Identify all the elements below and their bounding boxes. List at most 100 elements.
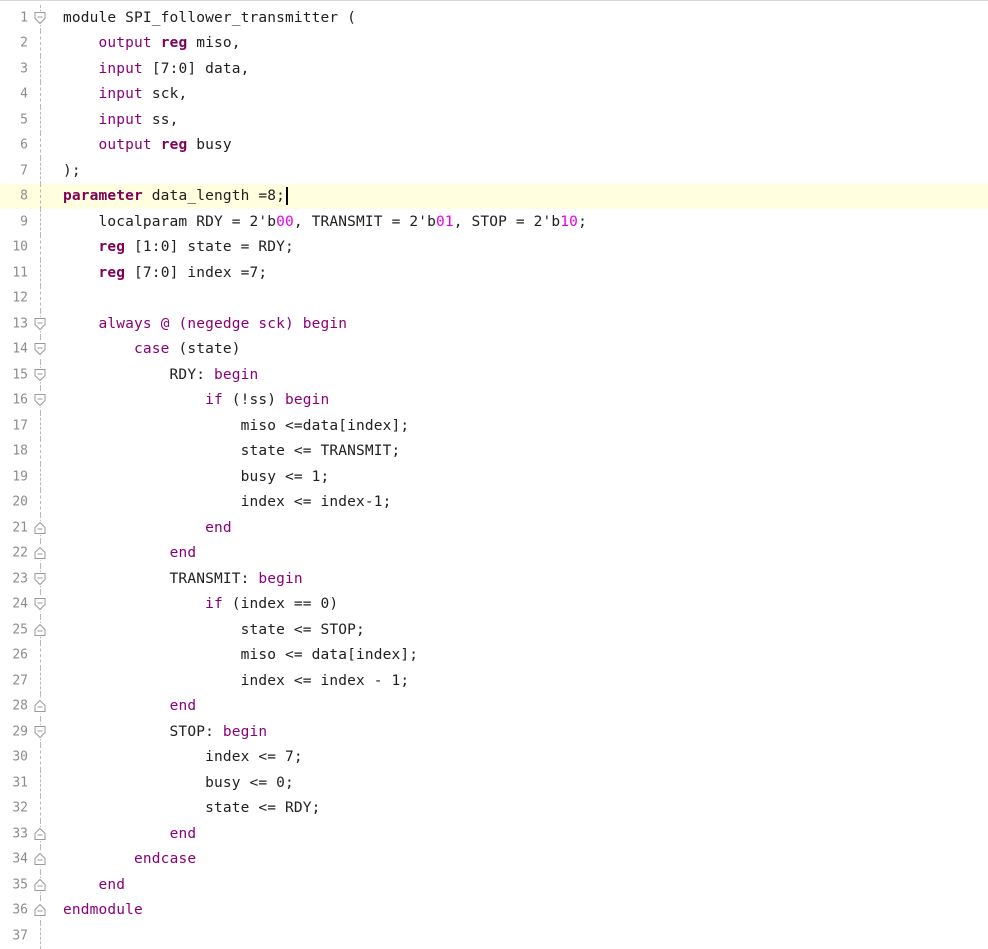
fold-guide-line bbox=[40, 744, 41, 770]
code-text: module SPI_follower_transmitter ( bbox=[58, 10, 356, 26]
fold-collapse-icon[interactable] bbox=[33, 571, 47, 586]
line-gutter: 32 bbox=[0, 795, 58, 821]
code-line[interactable]: 8 parameter data_length =8; bbox=[0, 183, 988, 209]
code-line[interactable]: 28 end bbox=[0, 693, 988, 719]
code-token: RDY: bbox=[63, 366, 214, 383]
code-text: endmodule bbox=[58, 902, 143, 918]
number-token: 00 bbox=[276, 213, 294, 230]
code-line[interactable]: 21 end bbox=[0, 515, 988, 541]
fold-end-icon[interactable] bbox=[33, 903, 47, 918]
code-line[interactable]: 31 busy <= 0; bbox=[0, 770, 988, 796]
code-line[interactable]: 14 case (state) bbox=[0, 336, 988, 362]
code-line[interactable]: 35 end bbox=[0, 872, 988, 898]
code-token bbox=[63, 112, 99, 128]
code-line[interactable]: 32 state <= RDY; bbox=[0, 795, 988, 821]
line-gutter: 33 bbox=[0, 821, 58, 847]
fold-end-icon[interactable] bbox=[33, 877, 47, 892]
code-line[interactable]: 2 output reg miso, bbox=[0, 30, 988, 56]
line-number: 8 bbox=[20, 188, 28, 204]
code-line[interactable]: 10 reg [1:0] state = RDY; bbox=[0, 234, 988, 260]
code-token: (state) bbox=[169, 341, 241, 358]
code-line[interactable]: 3 input [7:0] data, bbox=[0, 56, 988, 82]
code-line[interactable]: 9 localparam RDY = 2'b00, TRANSMIT = 2'b… bbox=[0, 209, 988, 235]
fold-end-icon[interactable] bbox=[33, 699, 47, 714]
code-token bbox=[63, 545, 170, 561]
fold-collapse-icon[interactable] bbox=[33, 342, 47, 357]
code-line[interactable]: 26 miso <= data[index]; bbox=[0, 642, 988, 668]
code-token: ; bbox=[578, 213, 587, 230]
code-text: end bbox=[58, 877, 125, 893]
code-line[interactable]: 24 if (index == 0) bbox=[0, 591, 988, 617]
code-token: busy bbox=[187, 137, 232, 154]
code-line[interactable]: 20 index <= index-1; bbox=[0, 489, 988, 515]
fold-collapse-icon[interactable] bbox=[33, 10, 47, 25]
code-token: index <= 7; bbox=[63, 749, 303, 766]
code-line[interactable]: 37 bbox=[0, 923, 988, 949]
code-line[interactable]: 19 busy <= 1; bbox=[0, 464, 988, 490]
code-token bbox=[63, 877, 99, 893]
code-line[interactable]: 18 state <= TRANSMIT; bbox=[0, 438, 988, 464]
code-line[interactable]: 25 state <= STOP; bbox=[0, 617, 988, 643]
code-line[interactable]: 36 endmodule bbox=[0, 897, 988, 923]
keyword-token: parameter bbox=[63, 188, 143, 205]
line-number: 36 bbox=[12, 902, 28, 918]
fold-collapse-icon[interactable] bbox=[33, 316, 47, 331]
number-token: 10 bbox=[560, 213, 579, 230]
line-number: 37 bbox=[12, 928, 28, 944]
code-line[interactable]: 29 STOP: begin bbox=[0, 719, 988, 745]
line-number: 30 bbox=[12, 749, 28, 765]
line-number: 9 bbox=[20, 214, 28, 230]
code-line[interactable]: 15 RDY: begin bbox=[0, 362, 988, 388]
code-line[interactable]: 27 index <= index - 1; bbox=[0, 668, 988, 694]
code-line[interactable]: 22 end bbox=[0, 540, 988, 566]
code-text: TRANSMIT: begin bbox=[58, 571, 303, 587]
code-token: data_length =8; bbox=[142, 188, 285, 205]
code-line[interactable]: 6 output reg busy bbox=[0, 132, 988, 158]
line-gutter: 11 bbox=[0, 260, 58, 286]
line-gutter: 2 bbox=[0, 30, 58, 56]
fold-collapse-icon[interactable] bbox=[33, 367, 47, 382]
fold-end-icon[interactable] bbox=[33, 546, 47, 561]
code-line[interactable]: 4 input sck, bbox=[0, 81, 988, 107]
code-line[interactable]: 30 index <= 7; bbox=[0, 744, 988, 770]
keyword-token: end bbox=[205, 519, 232, 536]
line-gutter: 8 bbox=[0, 183, 58, 209]
code-line[interactable]: 5 input ss, bbox=[0, 107, 988, 133]
line-number: 18 bbox=[12, 443, 28, 459]
fold-guide-line bbox=[40, 464, 41, 490]
code-token: (!ss) bbox=[222, 392, 286, 409]
line-number: 24 bbox=[12, 596, 28, 612]
code-line[interactable]: 11 reg [7:0] index =7; bbox=[0, 260, 988, 286]
line-number: 10 bbox=[12, 239, 28, 255]
fold-end-icon[interactable] bbox=[33, 852, 47, 867]
fold-collapse-icon[interactable] bbox=[33, 597, 47, 612]
code-line[interactable]: 16 if (!ss) begin bbox=[0, 387, 988, 413]
code-line[interactable]: 33 end bbox=[0, 821, 988, 847]
code-line[interactable]: 13 always @ (negedge sck) begin bbox=[0, 311, 988, 337]
line-gutter: 4 bbox=[0, 81, 58, 107]
code-line[interactable]: 23 TRANSMIT: begin bbox=[0, 566, 988, 592]
code-token: sck, bbox=[142, 86, 188, 103]
code-token: state <= TRANSMIT; bbox=[63, 443, 401, 460]
keyword-token: end bbox=[169, 545, 197, 562]
keyword-token: input bbox=[98, 86, 143, 103]
code-line[interactable]: 34 endcase bbox=[0, 846, 988, 872]
code-token: miso, bbox=[187, 35, 241, 52]
code-line[interactable]: 12 bbox=[0, 285, 988, 311]
fold-end-icon[interactable] bbox=[33, 520, 47, 535]
fold-end-icon[interactable] bbox=[33, 826, 47, 841]
fold-end-icon[interactable] bbox=[33, 622, 47, 637]
code-token bbox=[63, 596, 205, 612]
code-line[interactable]: 17 miso <=data[index]; bbox=[0, 413, 988, 439]
line-gutter: 12 bbox=[0, 285, 58, 311]
keyword-token: if bbox=[205, 392, 223, 409]
fold-collapse-icon[interactable] bbox=[33, 724, 47, 739]
keyword-token: endcase bbox=[134, 851, 197, 868]
code-text: end bbox=[58, 545, 196, 561]
keyword-token: begin bbox=[213, 366, 259, 383]
fold-collapse-icon[interactable] bbox=[33, 393, 47, 408]
code-line[interactable]: 7); bbox=[0, 158, 988, 184]
line-gutter: 29 bbox=[0, 719, 58, 745]
